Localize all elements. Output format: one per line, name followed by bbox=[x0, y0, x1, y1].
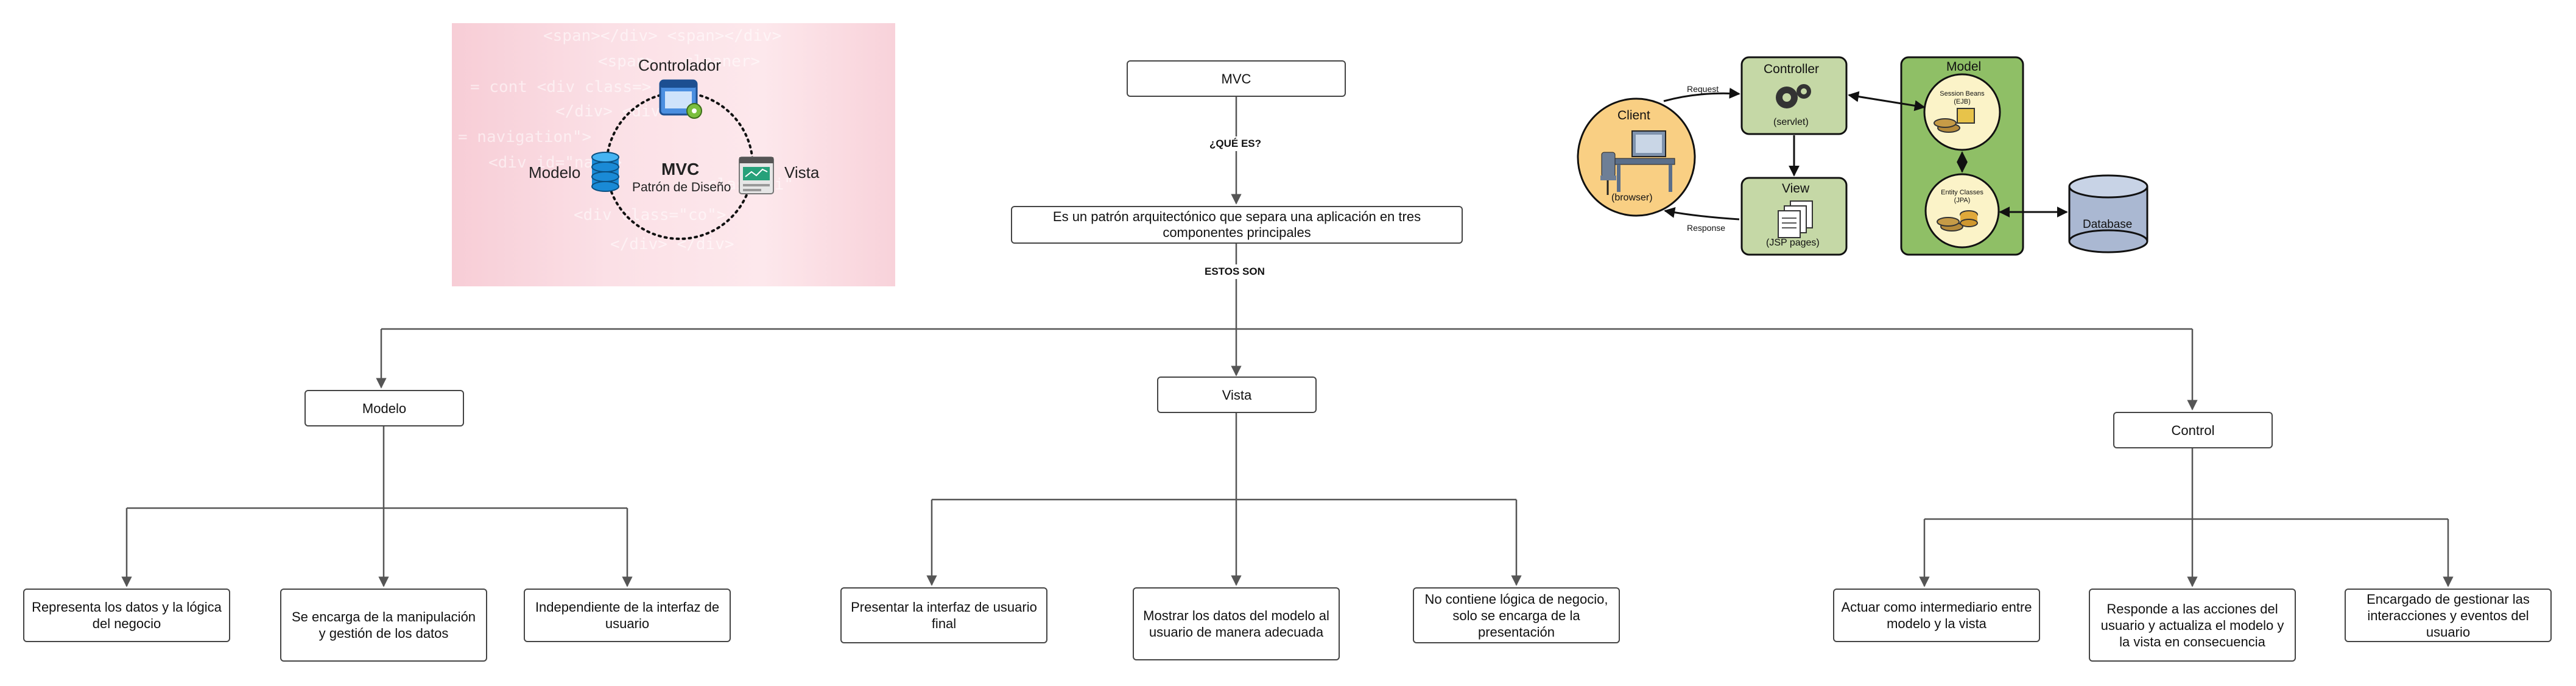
gears-icon bbox=[1776, 84, 1811, 108]
entity-classes-label: Entity Classes (JPA) bbox=[1941, 189, 1983, 204]
session-beans-label: Session Beans (EJB) bbox=[1940, 90, 1985, 105]
beans-icon bbox=[1934, 108, 1975, 133]
view-caption: Vista bbox=[784, 163, 820, 182]
decorative-code: = cont <div class=> bbox=[470, 78, 652, 96]
definition-node: Es un patrón arquitectónico que separa u… bbox=[1011, 206, 1463, 244]
controller-model-arrow bbox=[1848, 91, 1926, 111]
branch-vista: Vista bbox=[1157, 377, 1317, 413]
decorative-code: <span>...cleaner> bbox=[598, 52, 761, 71]
pages-icon bbox=[1778, 200, 1813, 238]
control-child-1: Actuar como intermediario entre modelo y… bbox=[1833, 589, 2040, 642]
computer-desk-icon bbox=[1600, 130, 1675, 195]
branch-modelo: Modelo bbox=[304, 390, 464, 426]
mvc-center-subtitle: Patrón de Diseño bbox=[632, 180, 731, 194]
controller-window-icon bbox=[659, 79, 702, 119]
decorative-code: = navigation"> bbox=[458, 128, 592, 146]
model-database-icon bbox=[591, 152, 619, 192]
vista-child-1: Presentar la interfaz de usuario final bbox=[840, 587, 1047, 643]
control-child-3: Encargado de gestionar las interacciones… bbox=[2345, 589, 2552, 642]
request-label: Request bbox=[1687, 84, 1719, 94]
entity-classes-node bbox=[1924, 173, 2000, 249]
modelo-child-3: Independiente de la interfaz de usuario bbox=[524, 589, 731, 642]
client-title: Client bbox=[1617, 108, 1650, 122]
request-arrow bbox=[1663, 88, 1740, 102]
coins-icon bbox=[1937, 210, 1978, 232]
vista-child-2: Mostrar los datos del modelo al usuario … bbox=[1133, 587, 1340, 660]
model-title: Model bbox=[1946, 60, 1982, 74]
architecture-diagram bbox=[1577, 56, 2148, 256]
branch-control: Control bbox=[2113, 412, 2273, 448]
response-label: Response bbox=[1687, 223, 1726, 233]
decorative-code: <span></div> <span></div> bbox=[543, 27, 782, 45]
response-arrow bbox=[1664, 207, 1740, 221]
decorative-code: </div> <div> bbox=[555, 102, 670, 121]
modelo-child-1: Representa los datos y la lógica del neg… bbox=[23, 589, 230, 642]
controller-caption: Controlador bbox=[638, 56, 721, 74]
mvc-cycle-graphic bbox=[591, 79, 774, 240]
controller-subtitle: (servlet) bbox=[1773, 117, 1809, 127]
model-caption: Modelo bbox=[529, 163, 581, 182]
vista-child-3: No contiene lógica de negocio, solo se e… bbox=[1413, 587, 1620, 643]
decorative-code: <div class="co"> bbox=[574, 206, 727, 224]
client-subtitle: (browser) bbox=[1611, 193, 1653, 203]
edge-label-these: ESTOS SON bbox=[1202, 264, 1267, 279]
modelo-child-2: Se encarga de la manipulación y gestión … bbox=[280, 589, 487, 662]
database-icon bbox=[2068, 174, 2148, 253]
view-chart-icon bbox=[739, 157, 774, 194]
root-node-mvc: MVC bbox=[1127, 60, 1346, 97]
database-label: Database bbox=[2083, 218, 2133, 231]
controller-title: Controller bbox=[1764, 62, 1820, 76]
view-subtitle: (JSP pages) bbox=[1766, 238, 1820, 248]
mvc-image-panel: <span></div> <span></div> <span>...clean… bbox=[452, 23, 895, 286]
view-title: View bbox=[1782, 182, 1810, 196]
mvc-center-title: MVC bbox=[661, 160, 700, 179]
control-child-2: Responde a las acciones del usuario y ac… bbox=[2089, 589, 2296, 662]
edge-label-what: ¿QUÉ ES? bbox=[1207, 136, 1264, 151]
